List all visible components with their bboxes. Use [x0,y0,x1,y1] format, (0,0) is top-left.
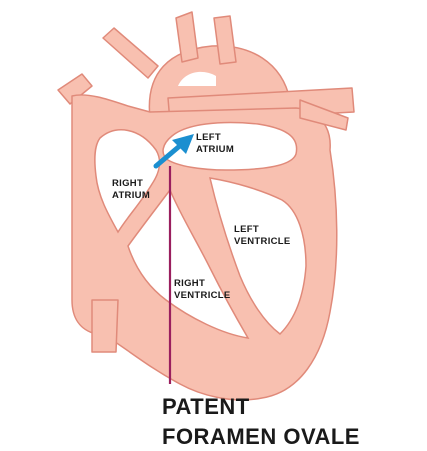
inferior-vena-cava [92,300,118,352]
caption-line1: PATENT [162,394,250,419]
aorta-top-vessel-2 [103,28,158,78]
caption-line2: FORAMEN OVALE [162,424,360,449]
right-ventricle-label-line2: VENTRICLE [174,290,231,301]
left-atrium-label-line1: LEFT [196,132,221,143]
heart-outline [58,12,354,400]
right-atrium-label-line1: RIGHT [112,178,143,189]
caption: PATENT FORAMEN OVALE [162,394,360,449]
right-ventricle-label-line1: RIGHT [174,278,205,289]
left-ventricle-label-line1: LEFT [234,224,259,235]
left-atrium-label-line2: ATRIUM [196,144,234,155]
right-atrium-label-line2: ATRIUM [112,190,150,201]
right-atrium-label: RIGHT ATRIUM [112,178,150,201]
left-ventricle-label-line2: VENTRICLE [234,236,291,247]
